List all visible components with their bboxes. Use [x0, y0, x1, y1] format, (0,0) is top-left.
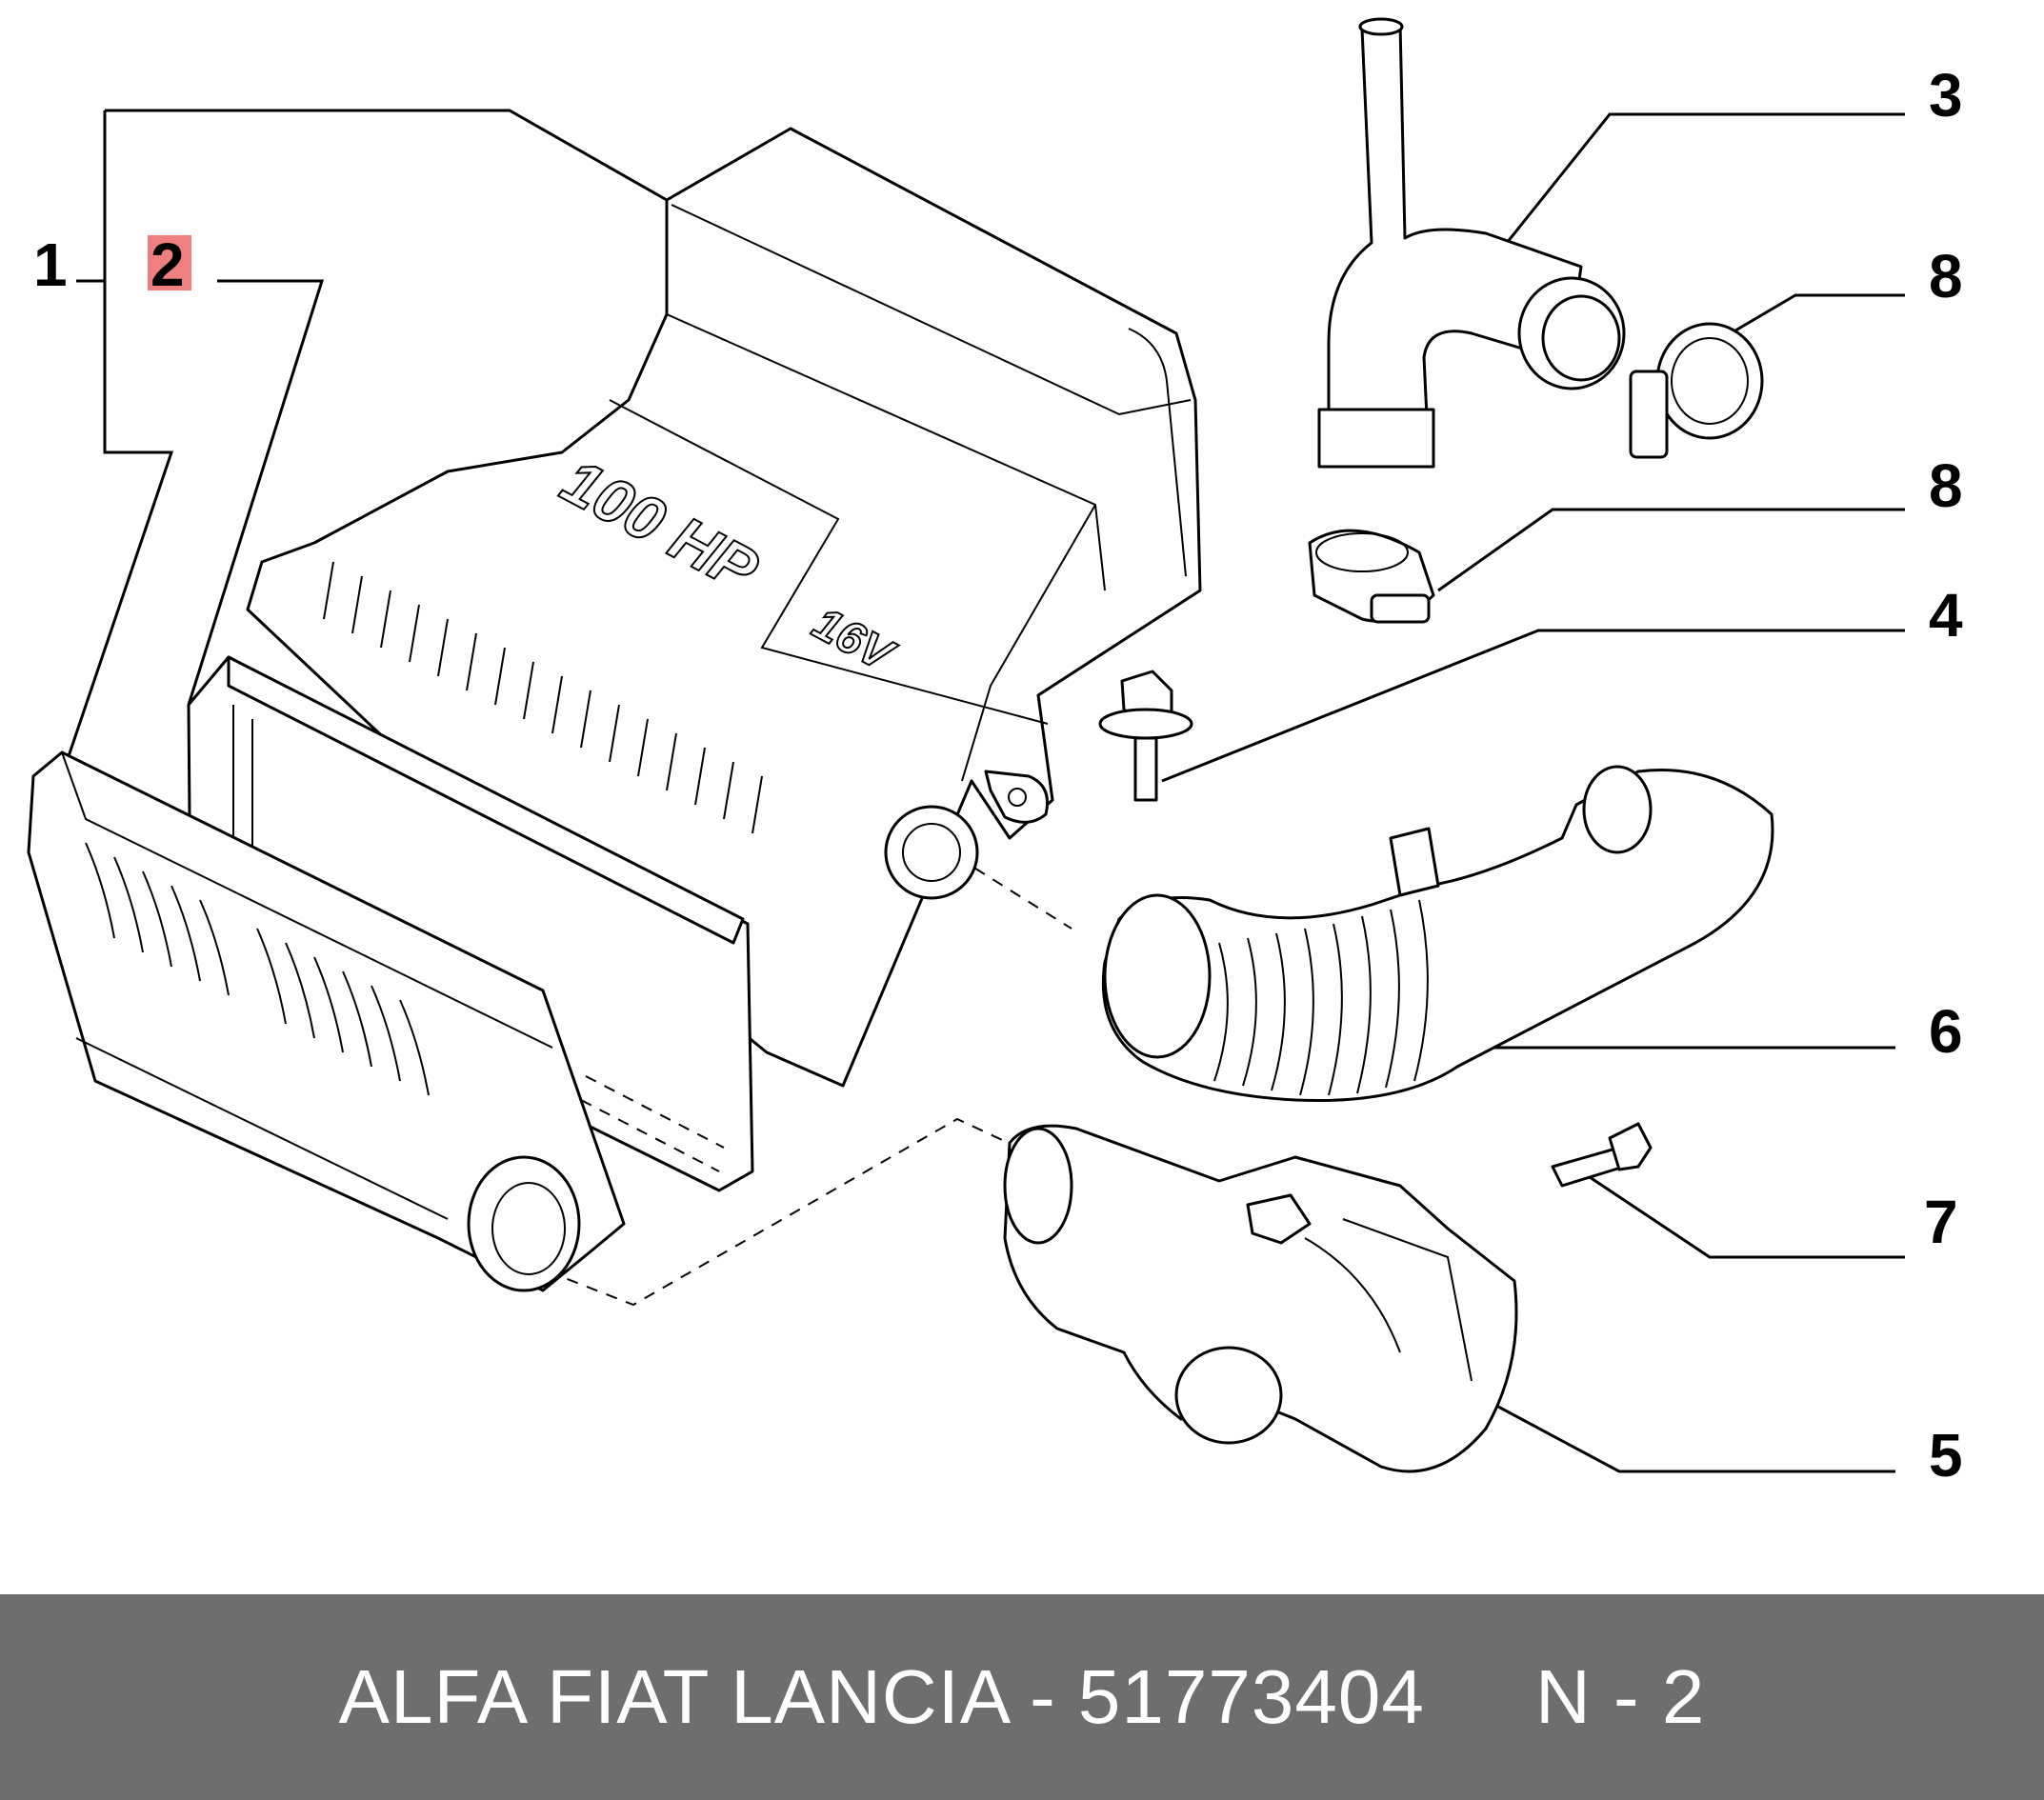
callout-5: 5	[1929, 1421, 1963, 1490]
hose-clamp-top	[1629, 322, 1764, 459]
mounting-bolt	[1551, 1122, 1653, 1188]
air-box-housing: 100 HP 16V	[246, 127, 1202, 1088]
callout-6: 6	[1929, 997, 1963, 1066]
callout-8-bottom: 8	[1929, 451, 1963, 520]
callout-8-top: 8	[1929, 242, 1963, 310]
callout-3: 3	[1929, 61, 1963, 130]
callout-2-highlight	[148, 235, 191, 290]
callout-2: 2	[150, 230, 185, 299]
leader-lines	[65, 109, 1905, 1473]
callout-1: 1	[33, 230, 68, 299]
air-filter-element	[187, 655, 754, 1192]
breather-hose	[1317, 17, 1626, 469]
callouts: 1 2 3 8 8 4 6 7 5	[33, 61, 1963, 1490]
intake-duct	[1101, 765, 1774, 1103]
footer-part-number: ALFA FIAT LANCIA - 51773404 N - 2	[338, 1654, 1706, 1739]
throttle-intake	[1003, 1124, 1518, 1473]
air-box-cover	[27, 750, 626, 1292]
hose-clamp-bottom	[1308, 529, 1435, 624]
callout-7: 7	[1924, 1188, 1958, 1256]
callout-4: 4	[1929, 581, 1963, 650]
footer-bar: ALFA FIAT LANCIA - 51773404 N - 2	[0, 1594, 2044, 1800]
flange-bolt	[1098, 670, 1193, 802]
